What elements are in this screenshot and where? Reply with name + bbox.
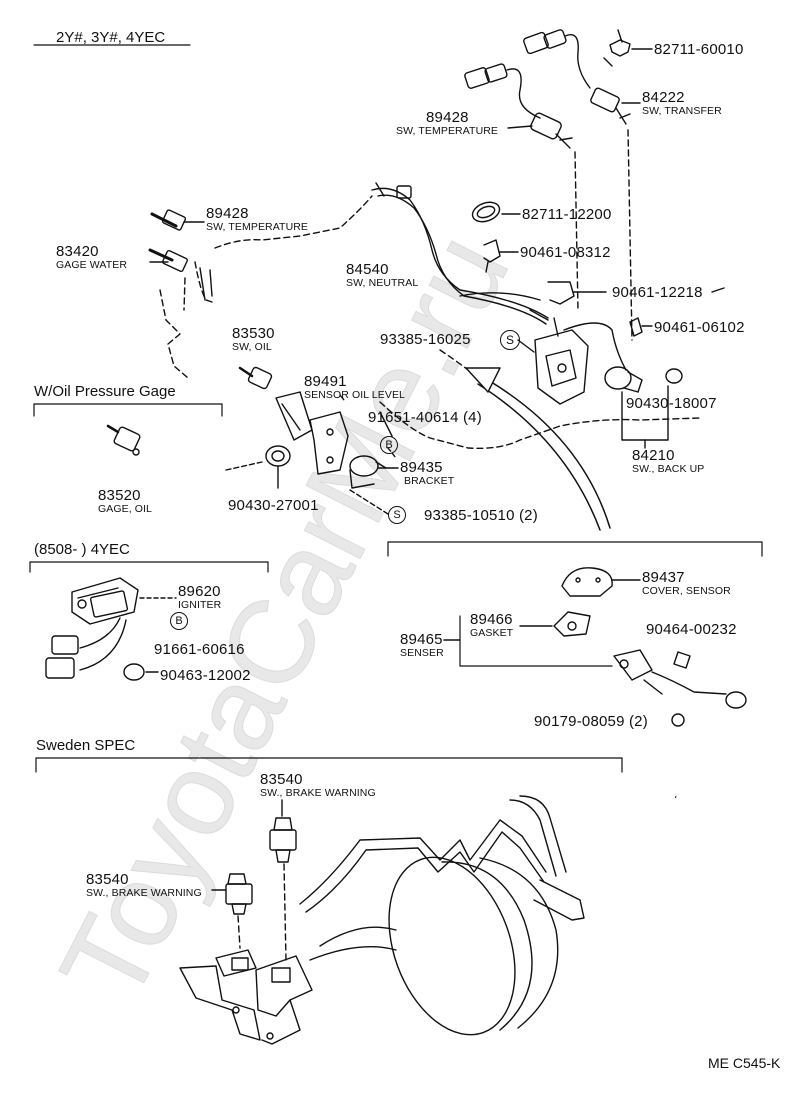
part-number-90463-12002: 90463-12002	[160, 667, 251, 684]
part-number-90430-18007: 90430-18007	[626, 395, 717, 412]
clip-90463-12002	[123, 663, 145, 681]
part-number-89428-left: 89428	[206, 205, 249, 222]
part-desc-89466: GASKET	[470, 627, 514, 639]
clamp-82711-12200	[471, 201, 501, 223]
section-engine-models: 2Y#, 3Y#, 4YEC	[56, 29, 166, 46]
part-number-89465: 89465	[400, 631, 443, 648]
part-number-84210: 84210	[632, 447, 675, 464]
gage-water-83420	[148, 248, 188, 273]
symbol-s-icon: S	[500, 330, 520, 350]
part-number-91651-40614: 91651-40614 (4)	[368, 409, 482, 426]
part-number-84222: 84222	[642, 89, 685, 106]
switch-backup-84210	[604, 366, 643, 393]
symbol-b-icon: B	[380, 436, 398, 454]
diagram-code: ME C545-K	[708, 1055, 781, 1071]
part-number-83540-a: 83540	[260, 771, 303, 788]
sensor-oil-level-89491	[275, 391, 349, 475]
bolt-90464-00232	[673, 651, 691, 669]
nut-90179-08059	[671, 713, 685, 727]
section-sweden-spec: Sweden SPEC	[36, 737, 136, 754]
brake-lines	[299, 795, 585, 961]
part-number-82711-12200: 82711-12200	[522, 206, 612, 223]
part-desc-89435: BRACKET	[404, 475, 455, 487]
part-desc-89491: SENSOR OIL LEVEL	[304, 389, 406, 401]
part-number-84540: 84540	[346, 261, 389, 278]
clip-90461-12218	[547, 281, 575, 305]
symbol-s-icon: S	[388, 506, 406, 524]
part-number-83520: 83520	[98, 487, 141, 504]
part-desc-89428-top: SW, TEMPERATURE	[396, 125, 499, 137]
switch-neutral-84540	[529, 309, 589, 405]
senser-89465	[613, 649, 747, 709]
part-number-89491: 89491	[304, 373, 347, 390]
part-number-90430-27001: 90430-27001	[228, 497, 319, 514]
part-number-91661-60616: 91661-60616	[154, 641, 245, 658]
switch-oil-83530	[238, 366, 273, 390]
switch-brake-warning-83540-b	[225, 873, 253, 915]
svg-text:،: ،	[674, 790, 677, 801]
part-number-90461-08312: 90461-08312	[520, 244, 611, 261]
brake-booster	[388, 856, 559, 1036]
part-desc-84540: SW, NEUTRAL	[346, 277, 419, 289]
part-number-90179-08059: 90179-08059 (2)	[534, 713, 648, 730]
part-number-83420: 83420	[56, 243, 99, 260]
section-oil-pressure-gage: W/Oil Pressure Gage	[34, 383, 176, 400]
part-number-90461-12218: 90461-12218	[612, 284, 703, 301]
part-number-83530: 83530	[232, 325, 275, 342]
cover-sensor-89437	[561, 567, 613, 597]
part-desc-89465: SENSER	[400, 647, 444, 659]
switch-temperature-89428-left	[150, 209, 187, 231]
connector-plug-top	[523, 29, 591, 89]
part-desc-84210: SW., BACK UP	[632, 463, 705, 475]
washer-90430-18007	[665, 368, 683, 384]
part-desc-83540-b: SW., BRAKE WARNING	[86, 887, 202, 899]
igniter-89620	[45, 577, 177, 679]
part-number-89620: 89620	[178, 583, 221, 600]
part-desc-83530: SW, OIL	[232, 341, 272, 353]
part-number-89428-top: 89428	[426, 109, 469, 126]
gasket-90430-27001	[265, 445, 291, 467]
clip-82711-60010	[603, 29, 631, 67]
part-desc-84222: SW, TRANSFER	[642, 105, 722, 117]
clip-90461-06102	[629, 317, 643, 337]
part-number-83540-b: 83540	[86, 871, 129, 888]
part-desc-89620: IGNITER	[178, 599, 222, 611]
section-igniter: (8508- ) 4YEC	[34, 541, 130, 558]
switch-brake-warning-83540-a	[269, 817, 297, 863]
part-desc-83420: GAGE WATER	[56, 259, 128, 271]
connector-plug-mid	[464, 63, 541, 119]
bracket-89435	[349, 455, 387, 489]
part-number-89466: 89466	[470, 611, 513, 628]
gasket-89466	[553, 611, 591, 637]
part-number-93385-10510: 93385-10510 (2)	[424, 507, 538, 524]
part-desc-89437: COVER, SENSOR	[642, 585, 731, 597]
part-desc-83520: GAGE, OIL	[98, 503, 152, 515]
brake-bracket	[179, 949, 313, 1045]
switch-temperature-89428-top	[530, 112, 573, 149]
clip-90461-08312	[483, 239, 501, 273]
part-desc-83540-a: SW., BRAKE WARNING	[260, 787, 376, 799]
part-number-82711-60010: 82711-60010	[654, 41, 744, 58]
switch-transfer-84222	[590, 87, 631, 125]
symbol-b-icon: B	[170, 612, 188, 630]
part-number-90461-06102: 90461-06102	[654, 319, 745, 336]
part-desc-89428-left: SW, TEMPERATURE	[206, 221, 309, 233]
part-number-89437: 89437	[642, 569, 685, 586]
gage-oil-83520	[106, 424, 141, 456]
part-number-89435: 89435	[400, 459, 443, 476]
part-number-93385-16025: 93385-16025	[380, 331, 471, 348]
part-number-90464-00232: 90464-00232	[646, 621, 737, 638]
